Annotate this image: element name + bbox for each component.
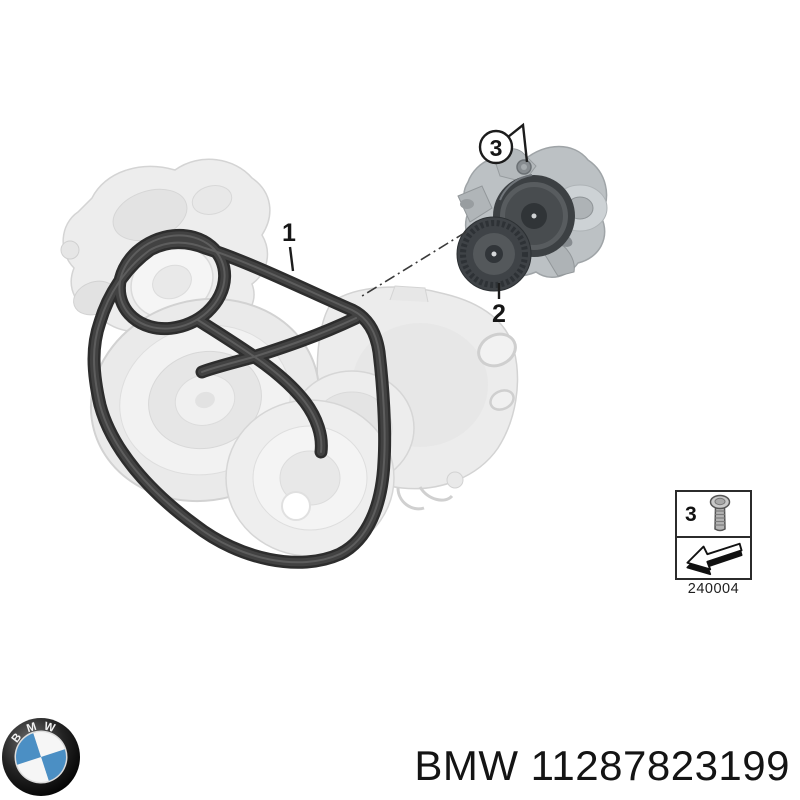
compressor-port-icon xyxy=(477,332,517,368)
bmw-logo: B M W xyxy=(2,718,80,796)
callout-2: 2 xyxy=(492,283,506,328)
bolt-icon xyxy=(709,494,730,532)
callout-3: 3 xyxy=(478,122,529,165)
logo-letter-m: M xyxy=(25,721,38,735)
legend-box: 3 xyxy=(675,490,752,580)
callout-2-label: 2 xyxy=(492,300,506,328)
belt-tensioner-assembly xyxy=(456,145,608,292)
brand-name: BMW xyxy=(414,742,519,789)
callout-1-label: 1 xyxy=(282,219,296,247)
callout-3-label: 3 xyxy=(490,135,503,161)
tensioner-bolt xyxy=(516,159,532,175)
part-number-text: BMW 11287823199 xyxy=(414,742,790,790)
legend-diagram-code: 240004 xyxy=(687,581,740,597)
tensioner-pulley-ribbed xyxy=(456,216,532,292)
removal-direction-arrow-icon xyxy=(685,542,742,576)
legend-item-number: 3 xyxy=(685,502,697,526)
part-number-value: 11287823199 xyxy=(530,742,790,789)
alignment-dash-line xyxy=(361,231,467,297)
callout-1: 1 xyxy=(282,219,296,272)
legend-row-bolt: 3 xyxy=(677,492,750,538)
legend-row-arrow xyxy=(677,538,750,578)
logo-letter-w: W xyxy=(43,720,57,735)
